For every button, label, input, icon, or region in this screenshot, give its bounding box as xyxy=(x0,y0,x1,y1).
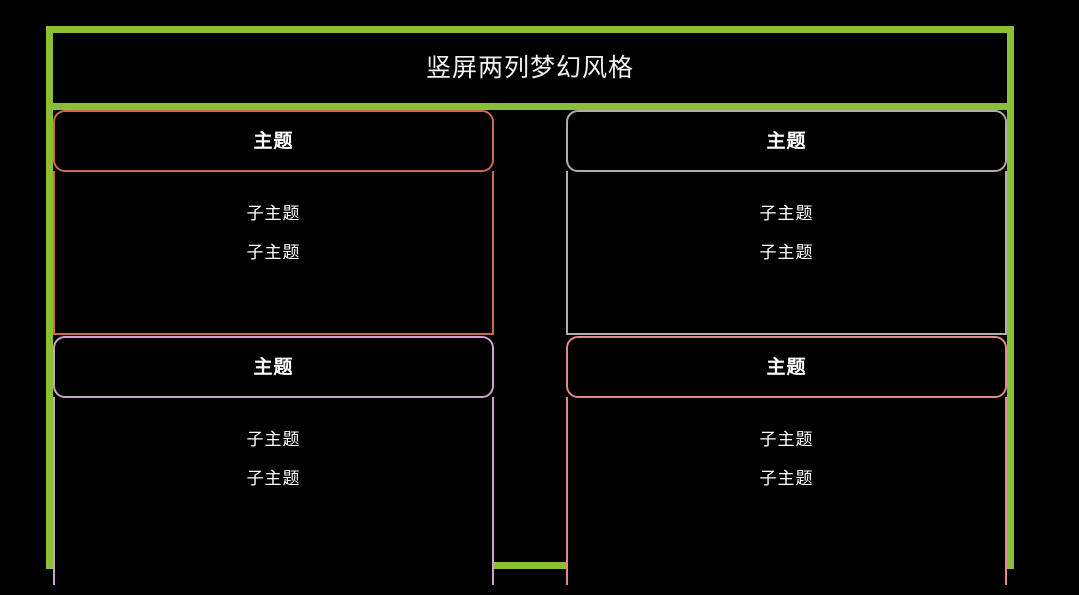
subtopic-item[interactable]: 子主题 xyxy=(246,430,301,449)
topic-title: 主题 xyxy=(766,356,807,378)
topic-body-3: 子主题 子主题 xyxy=(566,171,1007,335)
topic-group-2: 主题 子主题 子主题 xyxy=(53,336,494,585)
left-column: 主题 子主题 子主题 主题 子主题 子主题 xyxy=(53,110,530,585)
subtopic-item[interactable]: 子主题 xyxy=(759,469,814,488)
topic-header-4[interactable]: 主题 xyxy=(566,336,1007,398)
topic-body-2: 子主题 子主题 xyxy=(53,397,494,585)
topic-title: 主题 xyxy=(253,130,294,152)
topic-header-3[interactable]: 主题 xyxy=(566,110,1007,172)
subtopic-item[interactable]: 子主题 xyxy=(759,430,814,449)
topic-title: 主题 xyxy=(766,130,807,152)
topic-header-1[interactable]: 主题 xyxy=(53,110,494,172)
topic-title: 主题 xyxy=(253,356,294,378)
subtopic-item[interactable]: 子主题 xyxy=(759,243,814,262)
subtopic-item[interactable]: 子主题 xyxy=(759,204,814,223)
columns-container: 主题 子主题 子主题 主题 子主题 子主题 主题 xyxy=(53,110,1007,585)
topic-group-1: 主题 子主题 子主题 xyxy=(53,110,494,336)
title-band: 竖屏两列梦幻风格 xyxy=(46,26,1014,110)
topic-header-2[interactable]: 主题 xyxy=(53,336,494,398)
topic-group-3: 主题 子主题 子主题 xyxy=(566,110,1007,336)
topic-body-1: 子主题 子主题 xyxy=(53,171,494,335)
subtopic-item[interactable]: 子主题 xyxy=(246,243,301,262)
right-column: 主题 子主题 子主题 主题 子主题 子主题 xyxy=(530,110,1007,585)
topic-body-4: 子主题 子主题 xyxy=(566,397,1007,585)
subtopic-item[interactable]: 子主题 xyxy=(246,204,301,223)
page-title: 竖屏两列梦幻风格 xyxy=(425,53,634,82)
topic-group-4: 主题 子主题 子主题 xyxy=(566,336,1007,585)
subtopic-item[interactable]: 子主题 xyxy=(246,469,301,488)
